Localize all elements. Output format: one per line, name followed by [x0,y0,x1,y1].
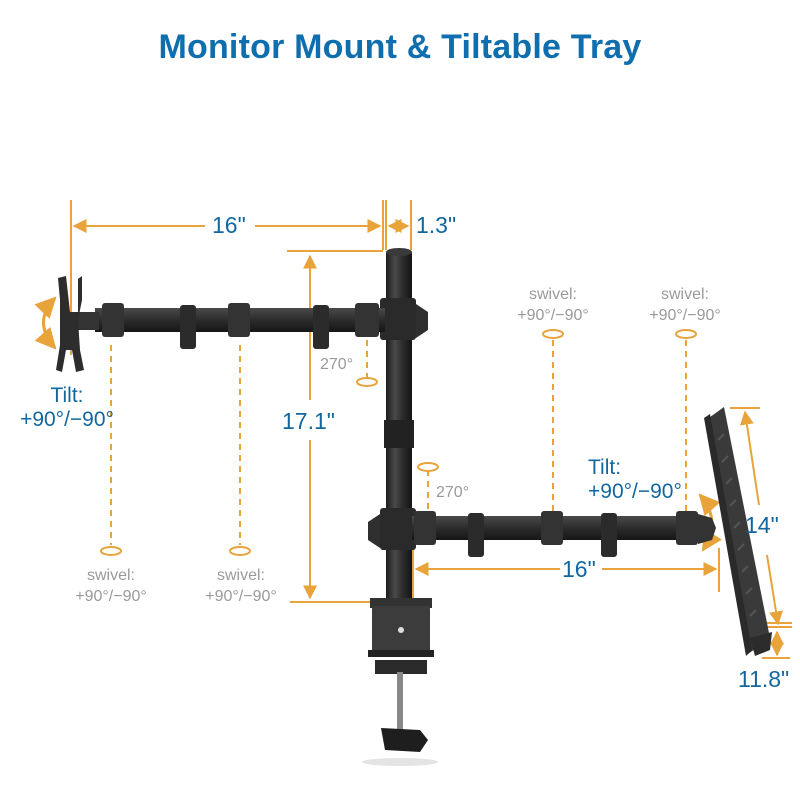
right-tilt-label: Tilt: [588,456,622,479]
dimension-lines [70,200,792,659]
rotate-icon [675,329,697,339]
upper-arm [73,303,385,349]
swivel-label: swivel: [86,567,135,584]
swivel-label: swivel: [216,567,265,584]
right-tilt-annotation: Tilt: +90°/−90° [588,456,718,504]
left-tilt-annotation: Tilt: +90°/−90° [2,384,132,432]
page-title: Monitor Mount & Tiltable Tray [158,28,642,66]
rotate-icon [100,546,122,556]
right-tilt-value: +90°/−90° [588,480,682,503]
swivel-value: +90°/−90° [75,588,147,605]
desk-clamp [362,598,438,766]
left-tilt-label: Tilt: [50,384,84,407]
swivel-annotation: swivel: +90°/−90° [186,565,296,607]
dimension-pole-diameter: 1.3" [416,212,457,238]
lower-arm [412,511,716,557]
rotate-icon [229,546,251,556]
rotate-icon [542,329,564,339]
dimension-tray-depth: 11.8" [738,666,790,692]
dimension-upper-arm-length: 16" [212,212,246,238]
left-tilt-value: +90°/−90° [20,408,114,431]
upper-joint-rotation: 270° [320,356,354,373]
swivel-value: +90°/−90° [649,307,721,324]
lower-joint-rotation: 270° [436,484,470,501]
swivel-label: swivel: [528,286,577,303]
swivel-annotation: swivel: +90°/−90° [56,565,166,607]
vesa-plate [56,276,84,372]
laptop-tray [704,407,772,656]
rotate-icon [417,462,439,472]
dimension-pole-height: 17.1" [282,408,335,434]
rotate-icon [356,377,378,387]
swivel-guides [110,340,687,545]
pole [368,248,428,602]
swivel-annotation: swivel: +90°/−90° [498,284,608,326]
dimension-lower-arm-length: 16" [562,556,596,582]
swivel-value: +90°/−90° [205,588,277,605]
swivel-label: swivel: [660,286,709,303]
swivel-annotation: swivel: +90°/−90° [630,284,740,326]
rotation-icons [100,329,697,556]
swivel-value: +90°/−90° [517,307,589,324]
dimension-tray-length: 14" [745,512,779,538]
